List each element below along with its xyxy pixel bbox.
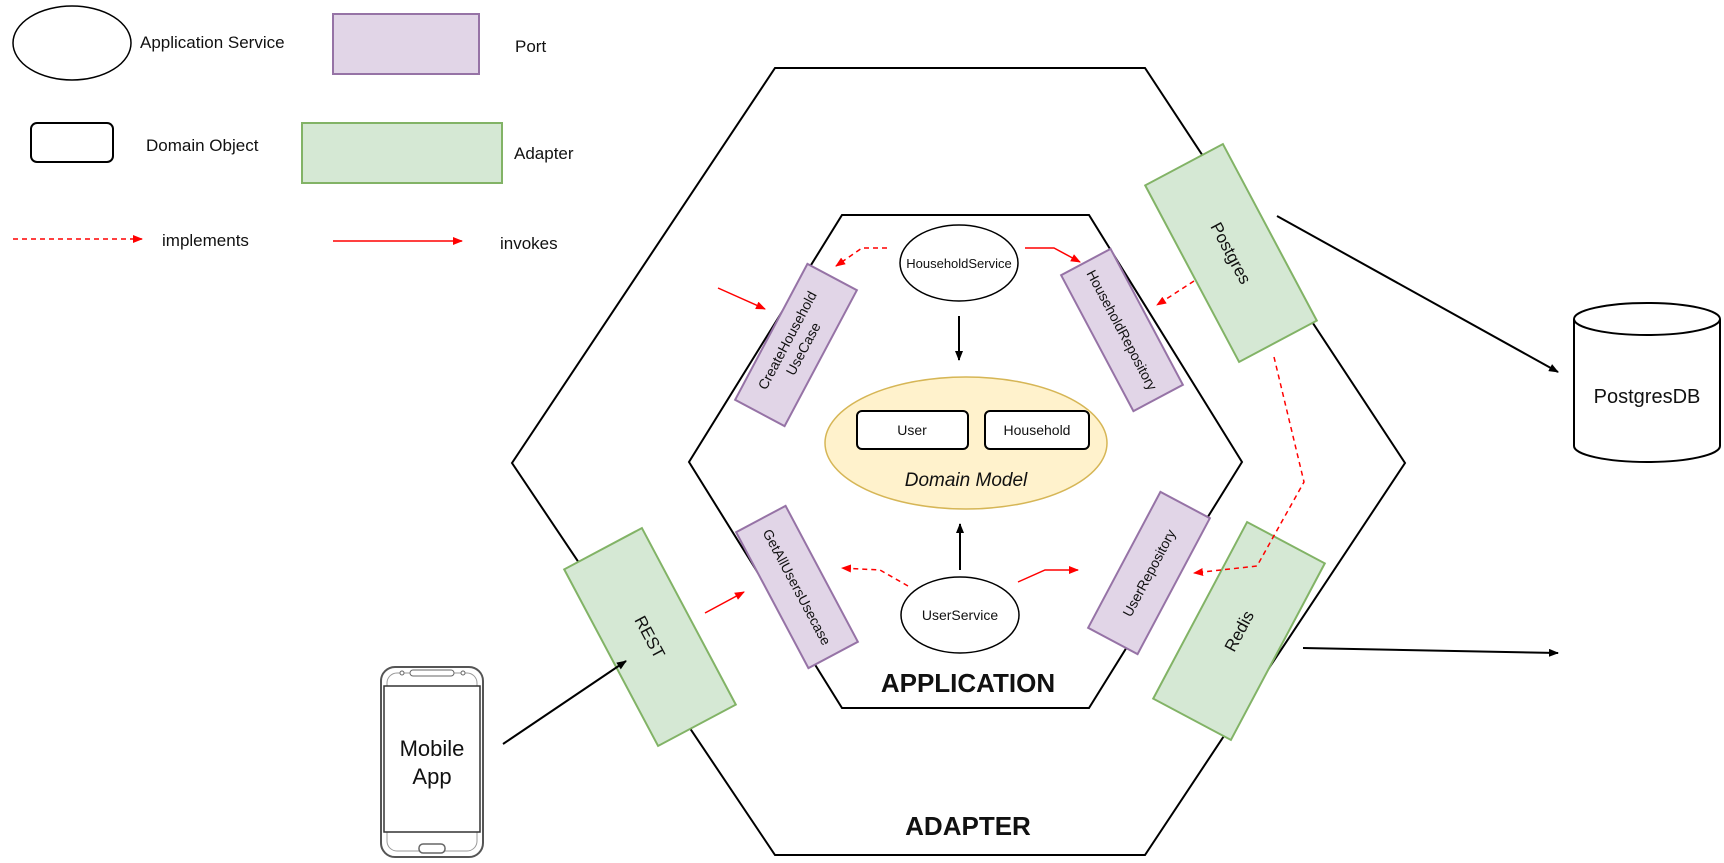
- invokes-arrow-rest-to-get-all-users: [704, 591, 745, 614]
- mobile-app-home-button: [418, 843, 446, 854]
- arrow-postgres-adapter-to-db: [1276, 215, 1559, 373]
- household-service-label: HouseholdService: [906, 256, 1012, 271]
- legend-adapter-shape: [301, 122, 503, 184]
- arrow-mobile-app-to-rest: [502, 660, 627, 745]
- user-service-shape: [900, 576, 1020, 654]
- adapter-hexagon: [510, 67, 1407, 856]
- invokes-arrow-into-create-household: [717, 287, 766, 310]
- legend-application-service-shape: [12, 5, 132, 81]
- postgres-db-cylinder: PostgresDB: [1573, 302, 1721, 463]
- mobile-app-label-line2: App: [412, 764, 451, 789]
- domain-model-title: Domain Model: [905, 470, 1028, 491]
- mobile-app-label-line1: Mobile: [400, 736, 465, 761]
- domain-object-user-label: User: [897, 422, 927, 438]
- application-hexagon: [687, 214, 1244, 709]
- application-layer-title: APPLICATION: [881, 668, 1055, 698]
- port-get-all-users-usecase: GetAllUsersUsecase: [734, 504, 860, 670]
- implements-arrow-postgres-to-user-repository: [1193, 356, 1305, 576]
- mobile-app-speaker: [409, 669, 455, 677]
- household-service-shape: [899, 224, 1019, 302]
- implements-arrow-household-service-to-create-usecase: [835, 247, 887, 267]
- legend-implements-label: implements: [162, 231, 249, 250]
- invokes-arrow-household-service-to-repository: [1025, 247, 1081, 263]
- legend-port-shape: [332, 13, 480, 75]
- legend-invokes-label: invokes: [500, 234, 558, 253]
- adapter-layer-title: ADAPTER: [905, 811, 1031, 841]
- port-create-household-usecase: CreateHousehold UseCase: [733, 262, 859, 428]
- domain-object-household: [984, 410, 1090, 450]
- user-service-label: UserService: [922, 607, 998, 623]
- legend-domain-object-label: Domain Object: [146, 136, 259, 155]
- adapter-postgres: Postgres: [1143, 142, 1319, 364]
- legend: Application Service Port Domain Object A…: [12, 5, 574, 253]
- mobile-app-device: Mobile App: [380, 666, 484, 858]
- port-household-repository: HouseholdRepository: [1059, 247, 1185, 413]
- adapter-redis: Redis: [1151, 520, 1327, 742]
- legend-port-label: Port: [515, 37, 546, 56]
- domain-object-user: [856, 410, 969, 450]
- legend-domain-object-shape: [30, 122, 114, 163]
- domain-model: User Household Domain Model: [824, 376, 1108, 510]
- invokes-arrow-user-service-to-repository: [1017, 566, 1079, 583]
- legend-application-service-label: Application Service: [140, 33, 285, 52]
- legend-adapter-label: Adapter: [514, 144, 574, 163]
- postgres-db-label: PostgresDB: [1594, 386, 1701, 408]
- implements-arrow-user-service-to-get-all-users: [841, 564, 909, 587]
- adapter-rest: REST: [562, 526, 738, 748]
- arrow-redis-adapter-out: [1302, 647, 1559, 657]
- implements-arrow-postgres-to-household-repository: [1156, 280, 1195, 306]
- domain-object-household-label: Household: [1004, 422, 1071, 438]
